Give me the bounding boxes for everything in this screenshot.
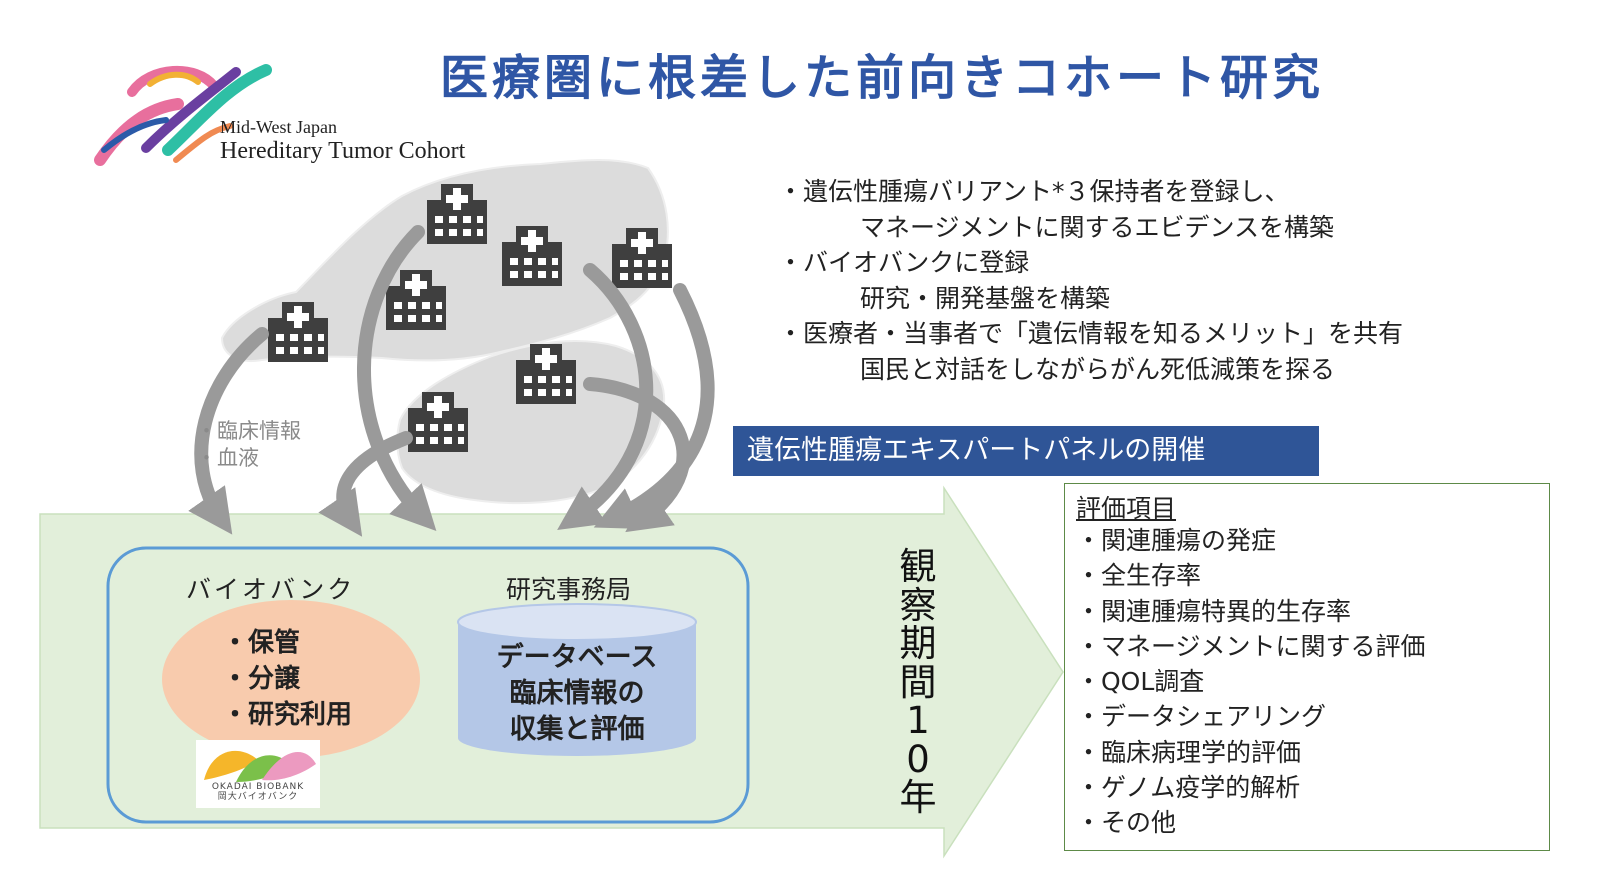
evaluation-title: 評価項目	[1076, 494, 1177, 523]
objective-line: マネージメントに関するエビデンスを構築	[860, 212, 1335, 242]
evaluation-item: ・ゲノム疫学的解析	[1076, 773, 1301, 803]
map-chugoku	[220, 159, 669, 362]
database-line: データベース	[496, 642, 658, 673]
cohort-logo-text: Mid-West Japan Hereditary Tumor Cohort	[220, 117, 466, 164]
objective-line: 国民と対話をしながらがん死低減策を探る	[860, 354, 1336, 384]
logo-line-2: Hereditary Tumor Cohort	[220, 137, 466, 164]
objectives-list: ・遺伝性腫瘍バリアント*３保持者を登録し、 マネージメントに関するエビデンスを構…	[778, 174, 1403, 387]
biobank-function-item: ・分譲	[222, 664, 301, 694]
evaluation-item: ・全生存率	[1076, 561, 1202, 591]
evaluation-item: ・関連腫瘍の発症	[1076, 526, 1277, 555]
okadai-logo-line-1: OKADAI BIOBANK	[211, 782, 305, 792]
evaluation-item: ・マネージメントに関する評価	[1076, 631, 1426, 661]
objective-line: 研究・開発基盤を構築	[860, 283, 1111, 313]
evaluation-box	[1064, 483, 1550, 851]
observation-period-label: 観察期間10年	[899, 545, 937, 819]
flow-label-clinical-info: ・臨床情報	[196, 419, 301, 443]
objective-line: ・医療者・当事者で「遺伝情報を知るメリット」を共有	[778, 319, 1404, 348]
logo-ribbon-icon	[94, 64, 272, 166]
page-title: 医療圏に根差した前向きコホート研究	[440, 50, 1325, 106]
flow-arrows	[188, 225, 715, 537]
evaluation-list: ・関連腫瘍の発症 ・全生存率 ・関連腫瘍特異的生存率 ・マネージメントに関する評…	[1076, 523, 1426, 841]
evaluation-item: ・データシェアリング	[1076, 702, 1327, 732]
logo-line-1: Mid-West Japan	[220, 117, 338, 137]
okadai-logo-text: OKADAI BIOBANK 岡大バイオバンク	[200, 782, 316, 802]
evaluation-item: ・関連腫瘍特異的生存率	[1076, 596, 1352, 626]
biobank-function-item: ・研究利用	[222, 700, 353, 730]
flow-label-blood: ・血液	[196, 446, 259, 470]
database-cylinder	[457, 603, 697, 756]
biobank-function-item: ・保管	[222, 628, 301, 658]
objective-line: ・遺伝性腫瘍バリアント*３保持者を登録し、	[778, 177, 1290, 206]
biobank-label: バイオバンク	[186, 575, 356, 604]
okadai-logo-icon	[196, 740, 320, 808]
evaluation-item: ・臨床病理学的評価	[1076, 737, 1302, 767]
evaluation-item: ・その他	[1076, 808, 1177, 838]
expert-panel-banner: 遺伝性腫瘍エキスパートパネルの開催	[733, 426, 1319, 476]
research-office-label: 研究事務局	[506, 575, 632, 604]
database-line: 臨床情報の	[509, 678, 645, 709]
biobank-ellipse	[162, 600, 420, 758]
flow-labels: ・臨床情報 ・血液	[196, 418, 301, 472]
okadai-logo-line-2: 岡大バイオバンク	[217, 792, 299, 802]
evaluation-item: ・QOL調査	[1076, 667, 1205, 697]
biobank-functions: ・保管 ・分譲 ・研究利用	[222, 625, 352, 733]
database-text: データベース 臨床情報の 収集と評価	[458, 640, 696, 748]
database-line: 収集と評価	[509, 714, 645, 745]
cohort-box	[106, 546, 750, 824]
objective-line: ・バイオバンクに登録	[778, 248, 1030, 277]
